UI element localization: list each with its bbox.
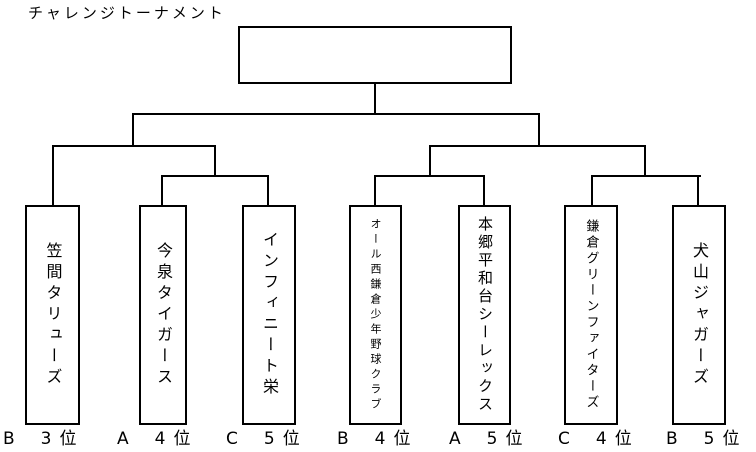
connector-team1-drop (52, 145, 54, 205)
seed-group-1: B (3, 429, 15, 449)
seed-rank-5: 5 (486, 429, 498, 449)
connector-team4-drop (374, 175, 376, 205)
team-box-3: インフィニート栄 (242, 205, 296, 425)
seed-rank-4: 4 (374, 429, 386, 449)
seed-group-4: B (337, 429, 349, 449)
connector-team5-drop (483, 175, 485, 205)
connector-match3-horizontal (591, 175, 701, 177)
team-name-7: 犬山ジャガーズ (690, 241, 709, 389)
seed-rank-suffix-7: 位 (722, 429, 740, 449)
connector-team7-drop (697, 175, 699, 205)
seed-rank-3: 5 (263, 429, 275, 449)
connector-match3-drop (644, 145, 646, 177)
seed-label-1: B 3 位 (3, 429, 77, 449)
seed-rank-suffix-4: 位 (393, 429, 411, 449)
team-name-5: 本郷平和台シーレックス (476, 216, 494, 414)
seed-rank-suffix-2: 位 (173, 429, 191, 449)
seed-rank-suffix-5: 位 (505, 429, 523, 449)
team-box-1: 笠間タリューズ (25, 205, 80, 425)
team-box-6: 鎌倉グリーンファイターズ (564, 205, 618, 425)
team-box-2: 今泉タイガース (139, 205, 187, 425)
seed-rank-suffix-1: 位 (59, 429, 77, 449)
connector-match1-horizontal (161, 175, 269, 177)
connector-champion-drop (374, 84, 376, 115)
connector-team6-drop (591, 175, 593, 205)
team-box-7: 犬山ジャガーズ (672, 205, 726, 425)
connector-team3-drop (267, 175, 269, 205)
seed-label-5: A 5 位 (449, 429, 522, 449)
seed-rank-7: 5 (703, 429, 715, 449)
connector-match2-drop (429, 145, 431, 177)
connector-right-semi-drop (538, 113, 540, 147)
seed-label-4: B 4 位 (337, 429, 411, 449)
seed-label-2: A 4 位 (117, 429, 190, 449)
team-name-4: オール西鎌倉少年野球クラブ (369, 217, 382, 413)
seed-rank-6: 4 (595, 429, 607, 449)
seed-rank-2: 4 (154, 429, 166, 449)
connector-right-semi-horizontal (429, 145, 646, 147)
seed-rank-suffix-6: 位 (614, 429, 632, 449)
seed-group-2: A (117, 429, 129, 449)
champion-box (238, 26, 512, 84)
connector-left-semi-drop (132, 113, 134, 147)
team-name-2: 今泉タイガース (154, 241, 173, 389)
team-box-5: 本郷平和台シーレックス (458, 205, 511, 425)
team-name-1: 笠間タリューズ (43, 241, 63, 389)
team-box-4: オール西鎌倉少年野球クラブ (349, 205, 402, 425)
seed-group-7: B (666, 429, 678, 449)
seed-group-3: C (226, 429, 238, 449)
connector-final-horizontal (132, 113, 540, 115)
connector-team2-drop (161, 175, 163, 205)
seed-rank-1: 3 (40, 429, 52, 449)
connector-left-semi-horizontal (52, 145, 216, 147)
seed-label-7: B 5 位 (666, 429, 740, 449)
seed-label-3: C 5 位 (226, 429, 300, 449)
team-name-3: インフィニート栄 (260, 231, 279, 399)
connector-match1-drop (214, 145, 216, 177)
tournament-title: チャレンジトーナメント (28, 4, 226, 22)
team-name-6: 鎌倉グリーンファイターズ (583, 219, 599, 411)
seed-rank-suffix-3: 位 (282, 429, 300, 449)
seed-group-6: C (558, 429, 570, 449)
connector-match2-horizontal (374, 175, 485, 177)
seed-label-6: C 4 位 (558, 429, 632, 449)
seed-group-5: A (449, 429, 461, 449)
